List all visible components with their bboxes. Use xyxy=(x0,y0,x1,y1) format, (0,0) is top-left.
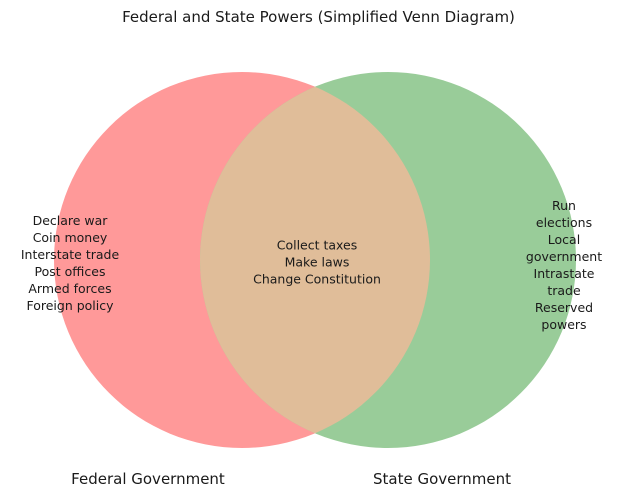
state-only-powers-text: Run elections Local government Intrastat… xyxy=(525,198,603,332)
federal-set-label: Federal Government xyxy=(71,470,225,488)
state-set-label: State Government xyxy=(372,470,512,488)
diagram-title: Federal and State Powers (Simplified Ven… xyxy=(122,8,515,26)
federal-only-powers-text: Declare war Coin money Interstate trade … xyxy=(20,213,120,313)
shared-powers-text: Collect taxes Make laws Change Constitut… xyxy=(253,237,381,287)
intersection-region xyxy=(200,72,430,448)
